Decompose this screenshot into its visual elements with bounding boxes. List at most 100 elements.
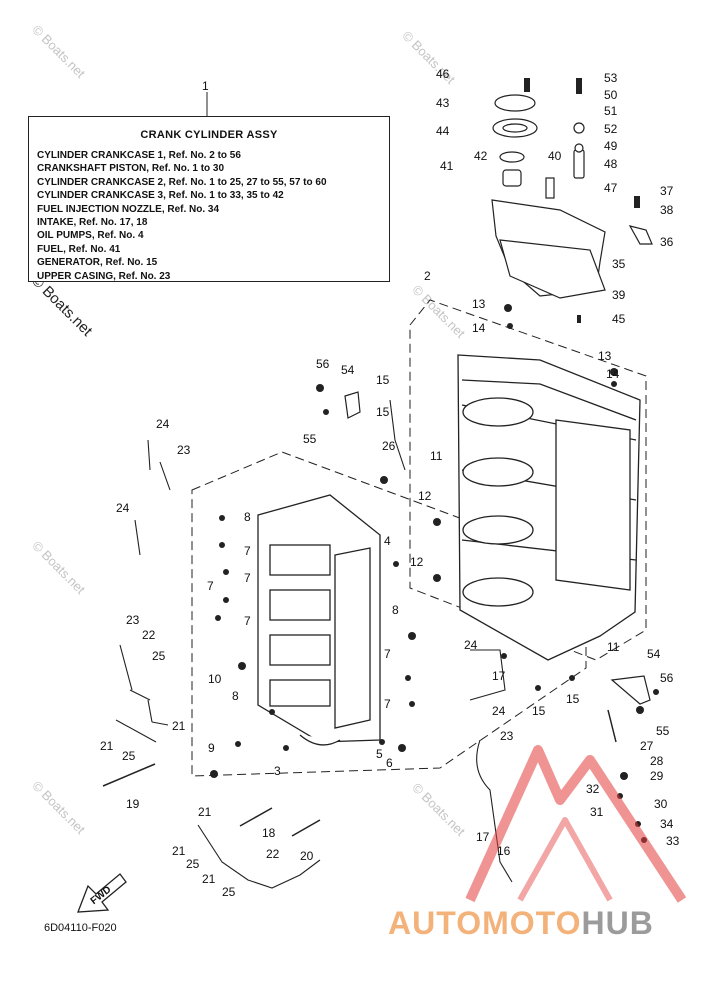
- fwd-arrow-icon: [77, 873, 127, 913]
- ref-callout: 17: [492, 669, 506, 683]
- ref-callout: 46: [436, 67, 450, 81]
- long-bolts: [102, 709, 617, 837]
- ref-callout: 12: [418, 489, 432, 503]
- ref-callout: 24: [156, 417, 170, 431]
- ref-callout: 32: [586, 782, 600, 796]
- ref-callout: 50: [604, 88, 618, 102]
- ref-callout: 9: [208, 741, 215, 755]
- ref-callout: 56: [660, 671, 674, 685]
- ref-callout: 15: [532, 704, 546, 718]
- ref-callout: 29: [650, 769, 664, 783]
- assembly-ref-list: CYLINDER CRANKCASE 1, Ref. No. 2 to 56 C…: [37, 149, 327, 283]
- ref-callout: 54: [341, 363, 355, 377]
- ref-callout: 21: [172, 844, 186, 858]
- ref-callout: 11: [430, 449, 443, 463]
- ref-callout: 6: [386, 756, 393, 770]
- ref-callout: 35: [612, 257, 626, 271]
- ref-callout: 7: [244, 614, 251, 628]
- ref-callout: 27: [640, 739, 654, 753]
- assembly-ref-line: FUEL, Ref. No. 41: [37, 243, 121, 255]
- ref-callout: 3: [274, 764, 281, 778]
- ref-callout: 23: [126, 613, 140, 627]
- ref-callout: 23: [177, 443, 191, 457]
- ref-callout: 28: [650, 754, 664, 768]
- ref-callout: 15: [376, 405, 390, 419]
- ref-callout: 19: [126, 797, 140, 811]
- ref-callout-assy: 1: [202, 79, 209, 93]
- assembly-ref-line: CRANKSHAFT PISTON, Ref. No. 1 to 30: [37, 163, 225, 175]
- ref-callout: 10: [208, 672, 222, 686]
- ref-callout: 2: [424, 269, 431, 283]
- ref-callout: 7: [244, 544, 251, 558]
- fittings: [210, 304, 659, 843]
- ref-callout: 4: [384, 534, 391, 548]
- ref-callout: 56: [316, 357, 330, 371]
- cover-plate-group: [491, 94, 653, 299]
- ref-callout: 22: [266, 847, 280, 861]
- ref-callout: 34: [660, 817, 674, 831]
- ref-callout: 38: [660, 203, 674, 217]
- assembly-title: CRANK CYLINDER ASSY: [140, 129, 278, 141]
- ref-callout: 25: [186, 857, 200, 871]
- brand-wordmark: AUTOMOTOHUB: [388, 905, 654, 942]
- ref-callout: 49: [604, 139, 618, 153]
- ref-callout: 39: [612, 288, 626, 302]
- ref-callout: 7: [384, 647, 391, 661]
- ref-callout: 24: [116, 501, 130, 515]
- ref-callout: 41: [440, 159, 454, 173]
- ref-callout: 48: [604, 157, 618, 171]
- ref-callout: 15: [376, 373, 390, 387]
- ref-callout: 30: [654, 797, 668, 811]
- assembly-ref-line: CYLINDER CRANKCASE 3, Ref. No. 1 to 33, …: [37, 190, 284, 202]
- ref-callout: 25: [222, 885, 236, 899]
- ref-callout: 37: [660, 184, 674, 198]
- assembly-ref-line: INTAKE, Ref. No. 17, 18: [37, 217, 148, 229]
- assembly-info-box: CRANK CYLINDER ASSY CYLINDER CRANKCASE 1…: [28, 116, 390, 282]
- ref-callout: 8: [392, 603, 399, 617]
- ref-callout: 42: [474, 149, 488, 163]
- ref-callout: 26: [382, 439, 396, 453]
- ref-callout: 25: [152, 649, 166, 663]
- ref-callout: 14: [606, 367, 620, 381]
- ref-callout: 11: [607, 640, 620, 654]
- ref-callout: 52: [604, 122, 618, 136]
- figure-code: 6D04110-F020: [44, 922, 117, 934]
- ref-callout: 17: [476, 830, 490, 844]
- ref-callout: 7: [244, 571, 251, 585]
- ref-callout: 55: [656, 724, 670, 738]
- ref-callout: 14: [472, 321, 486, 335]
- ref-callout: 7: [207, 579, 214, 593]
- ref-callout: 23: [500, 729, 514, 743]
- crankcase-block: [457, 354, 641, 661]
- ref-callout: 25: [122, 749, 136, 763]
- assembly-ref-line: UPPER CASING, Ref. No. 23: [37, 270, 171, 282]
- assembly-ref-line: OIL PUMPS, Ref. No. 4: [37, 230, 144, 242]
- ref-callout: 12: [410, 555, 424, 569]
- ref-callout: 51: [604, 104, 618, 118]
- ref-callout: 47: [604, 181, 618, 195]
- ref-callout: 21: [172, 719, 186, 733]
- dashed-outline-crankcase: [409, 299, 647, 661]
- assembly-ref-line: CYLINDER CRANKCASE 2, Ref. No. 1 to 25, …: [37, 176, 327, 188]
- ref-callout: 21: [100, 739, 114, 753]
- ref-callout: 45: [612, 312, 626, 326]
- ref-callout: 16: [497, 844, 511, 858]
- hoses: [115, 399, 513, 889]
- ref-callout: 24: [492, 704, 506, 718]
- cylinder-block: [257, 494, 381, 746]
- ref-callout: 15: [566, 692, 580, 706]
- ref-callout: 21: [198, 805, 212, 819]
- ref-callout: 54: [647, 647, 661, 661]
- ref-callout: 53: [604, 71, 618, 85]
- ref-callout: 22: [142, 628, 156, 642]
- ref-callout: 13: [598, 349, 612, 363]
- ref-callout: 21: [202, 872, 216, 886]
- ref-callout: 13: [472, 297, 486, 311]
- ref-callout: 24: [464, 638, 478, 652]
- dashed-outline-cylinder: [191, 451, 587, 777]
- assembly-ref-line: FUEL INJECTION NOZZLE, Ref. No. 34: [37, 203, 220, 215]
- ref-callout: 5: [376, 747, 383, 761]
- bracket: [344, 391, 651, 705]
